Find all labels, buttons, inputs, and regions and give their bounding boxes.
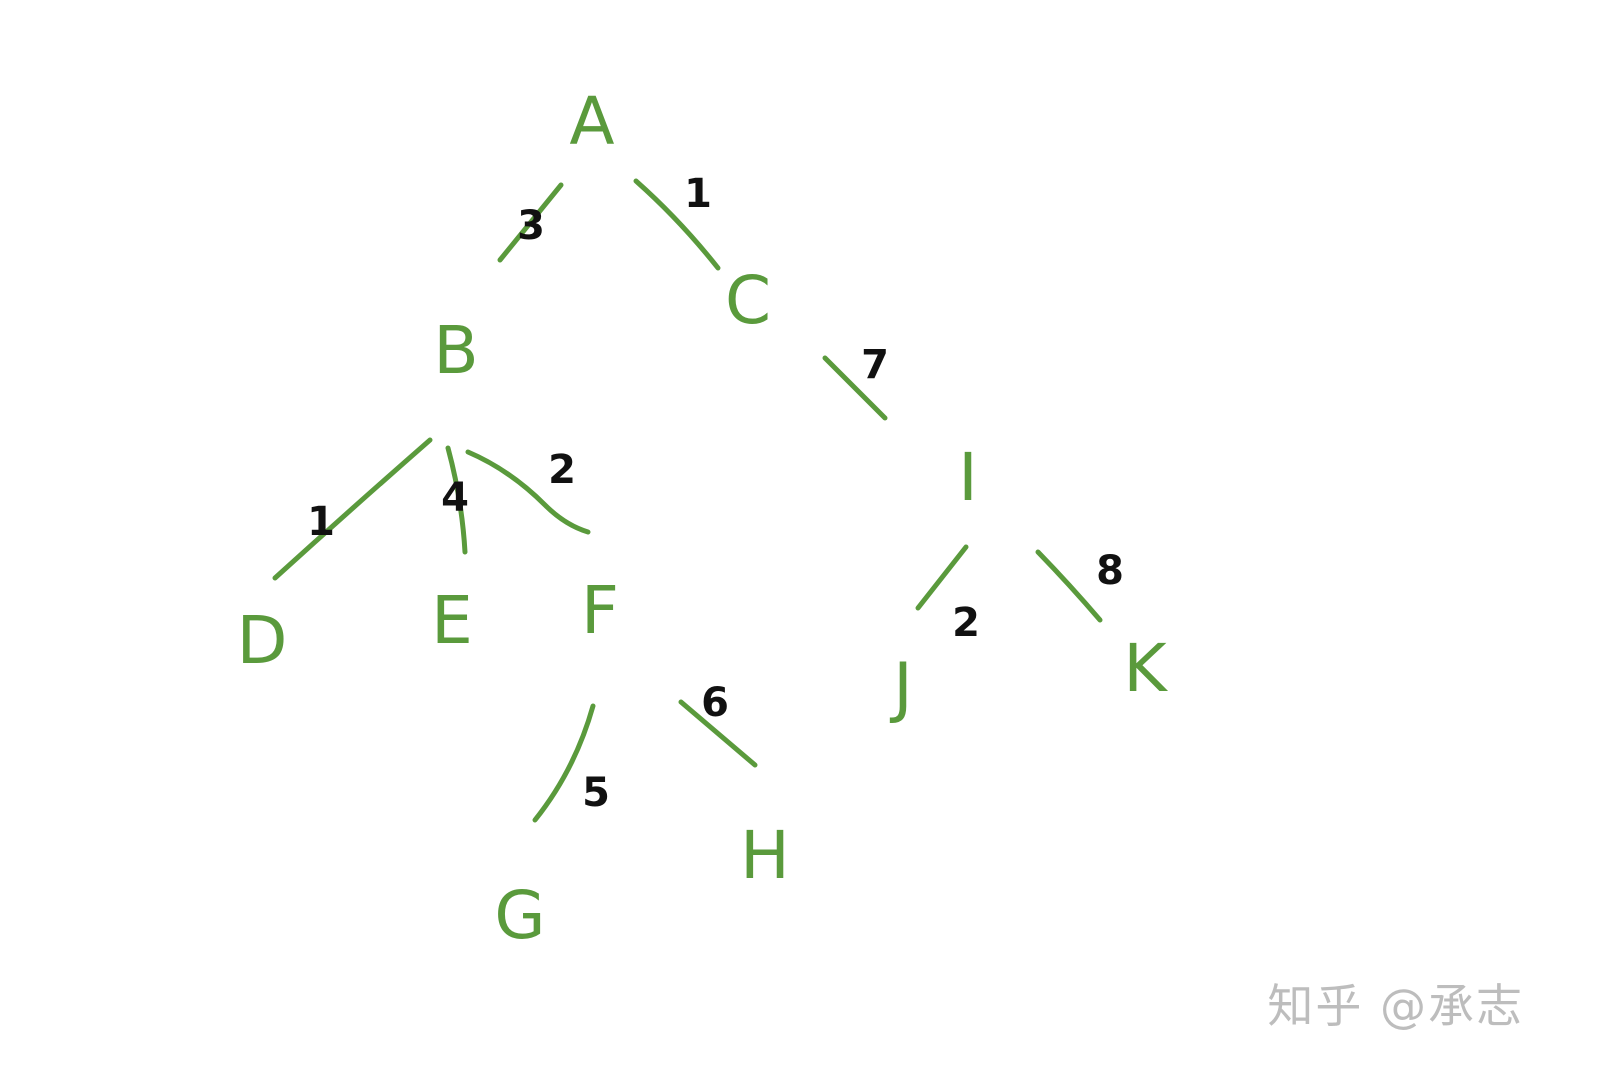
weight-label-f-h: 6 xyxy=(701,680,729,726)
node-k: K xyxy=(1123,630,1168,707)
node-c: C xyxy=(725,262,771,339)
edge-a-c xyxy=(633,178,721,271)
node-a: A xyxy=(569,83,614,160)
weight-label-a-c: 1 xyxy=(684,171,712,217)
weight-label-a-b: 3 xyxy=(517,203,545,249)
weight-label-b-f: 2 xyxy=(548,447,576,493)
node-g: G xyxy=(494,877,545,954)
edge-a-b xyxy=(497,182,564,263)
weight-label-b-e: 4 xyxy=(441,475,469,521)
node-d: D xyxy=(237,602,288,679)
weight-label-b-d: 1 xyxy=(307,499,335,545)
edges-layer xyxy=(272,178,1103,823)
edge-i-j xyxy=(915,544,969,611)
watermark: 知乎 @承志 xyxy=(1267,979,1524,1033)
node-i: I xyxy=(958,439,977,516)
node-j: J xyxy=(889,649,912,726)
weight-label-i-j: 2 xyxy=(952,600,980,646)
edge-b-e xyxy=(445,445,468,555)
node-h: H xyxy=(740,817,790,894)
edge-f-h xyxy=(678,699,758,768)
edge-i-k xyxy=(1035,549,1103,623)
node-b: B xyxy=(433,312,478,389)
node-e: E xyxy=(431,582,473,659)
nodes-layer: A B C D E F G H I J K xyxy=(237,83,1169,954)
weight-label-i-k: 8 xyxy=(1096,548,1124,594)
edge-b-f xyxy=(465,449,591,535)
edge-f-g xyxy=(532,703,596,823)
weight-label-c-i: 7 xyxy=(861,342,889,388)
node-f: F xyxy=(581,572,619,649)
weight-label-f-g: 5 xyxy=(582,770,610,816)
edge-c-i xyxy=(822,355,888,421)
weights-layer: 3 1 7 1 4 2 5 6 2 8 xyxy=(307,171,1124,816)
edge-b-d xyxy=(272,437,433,581)
